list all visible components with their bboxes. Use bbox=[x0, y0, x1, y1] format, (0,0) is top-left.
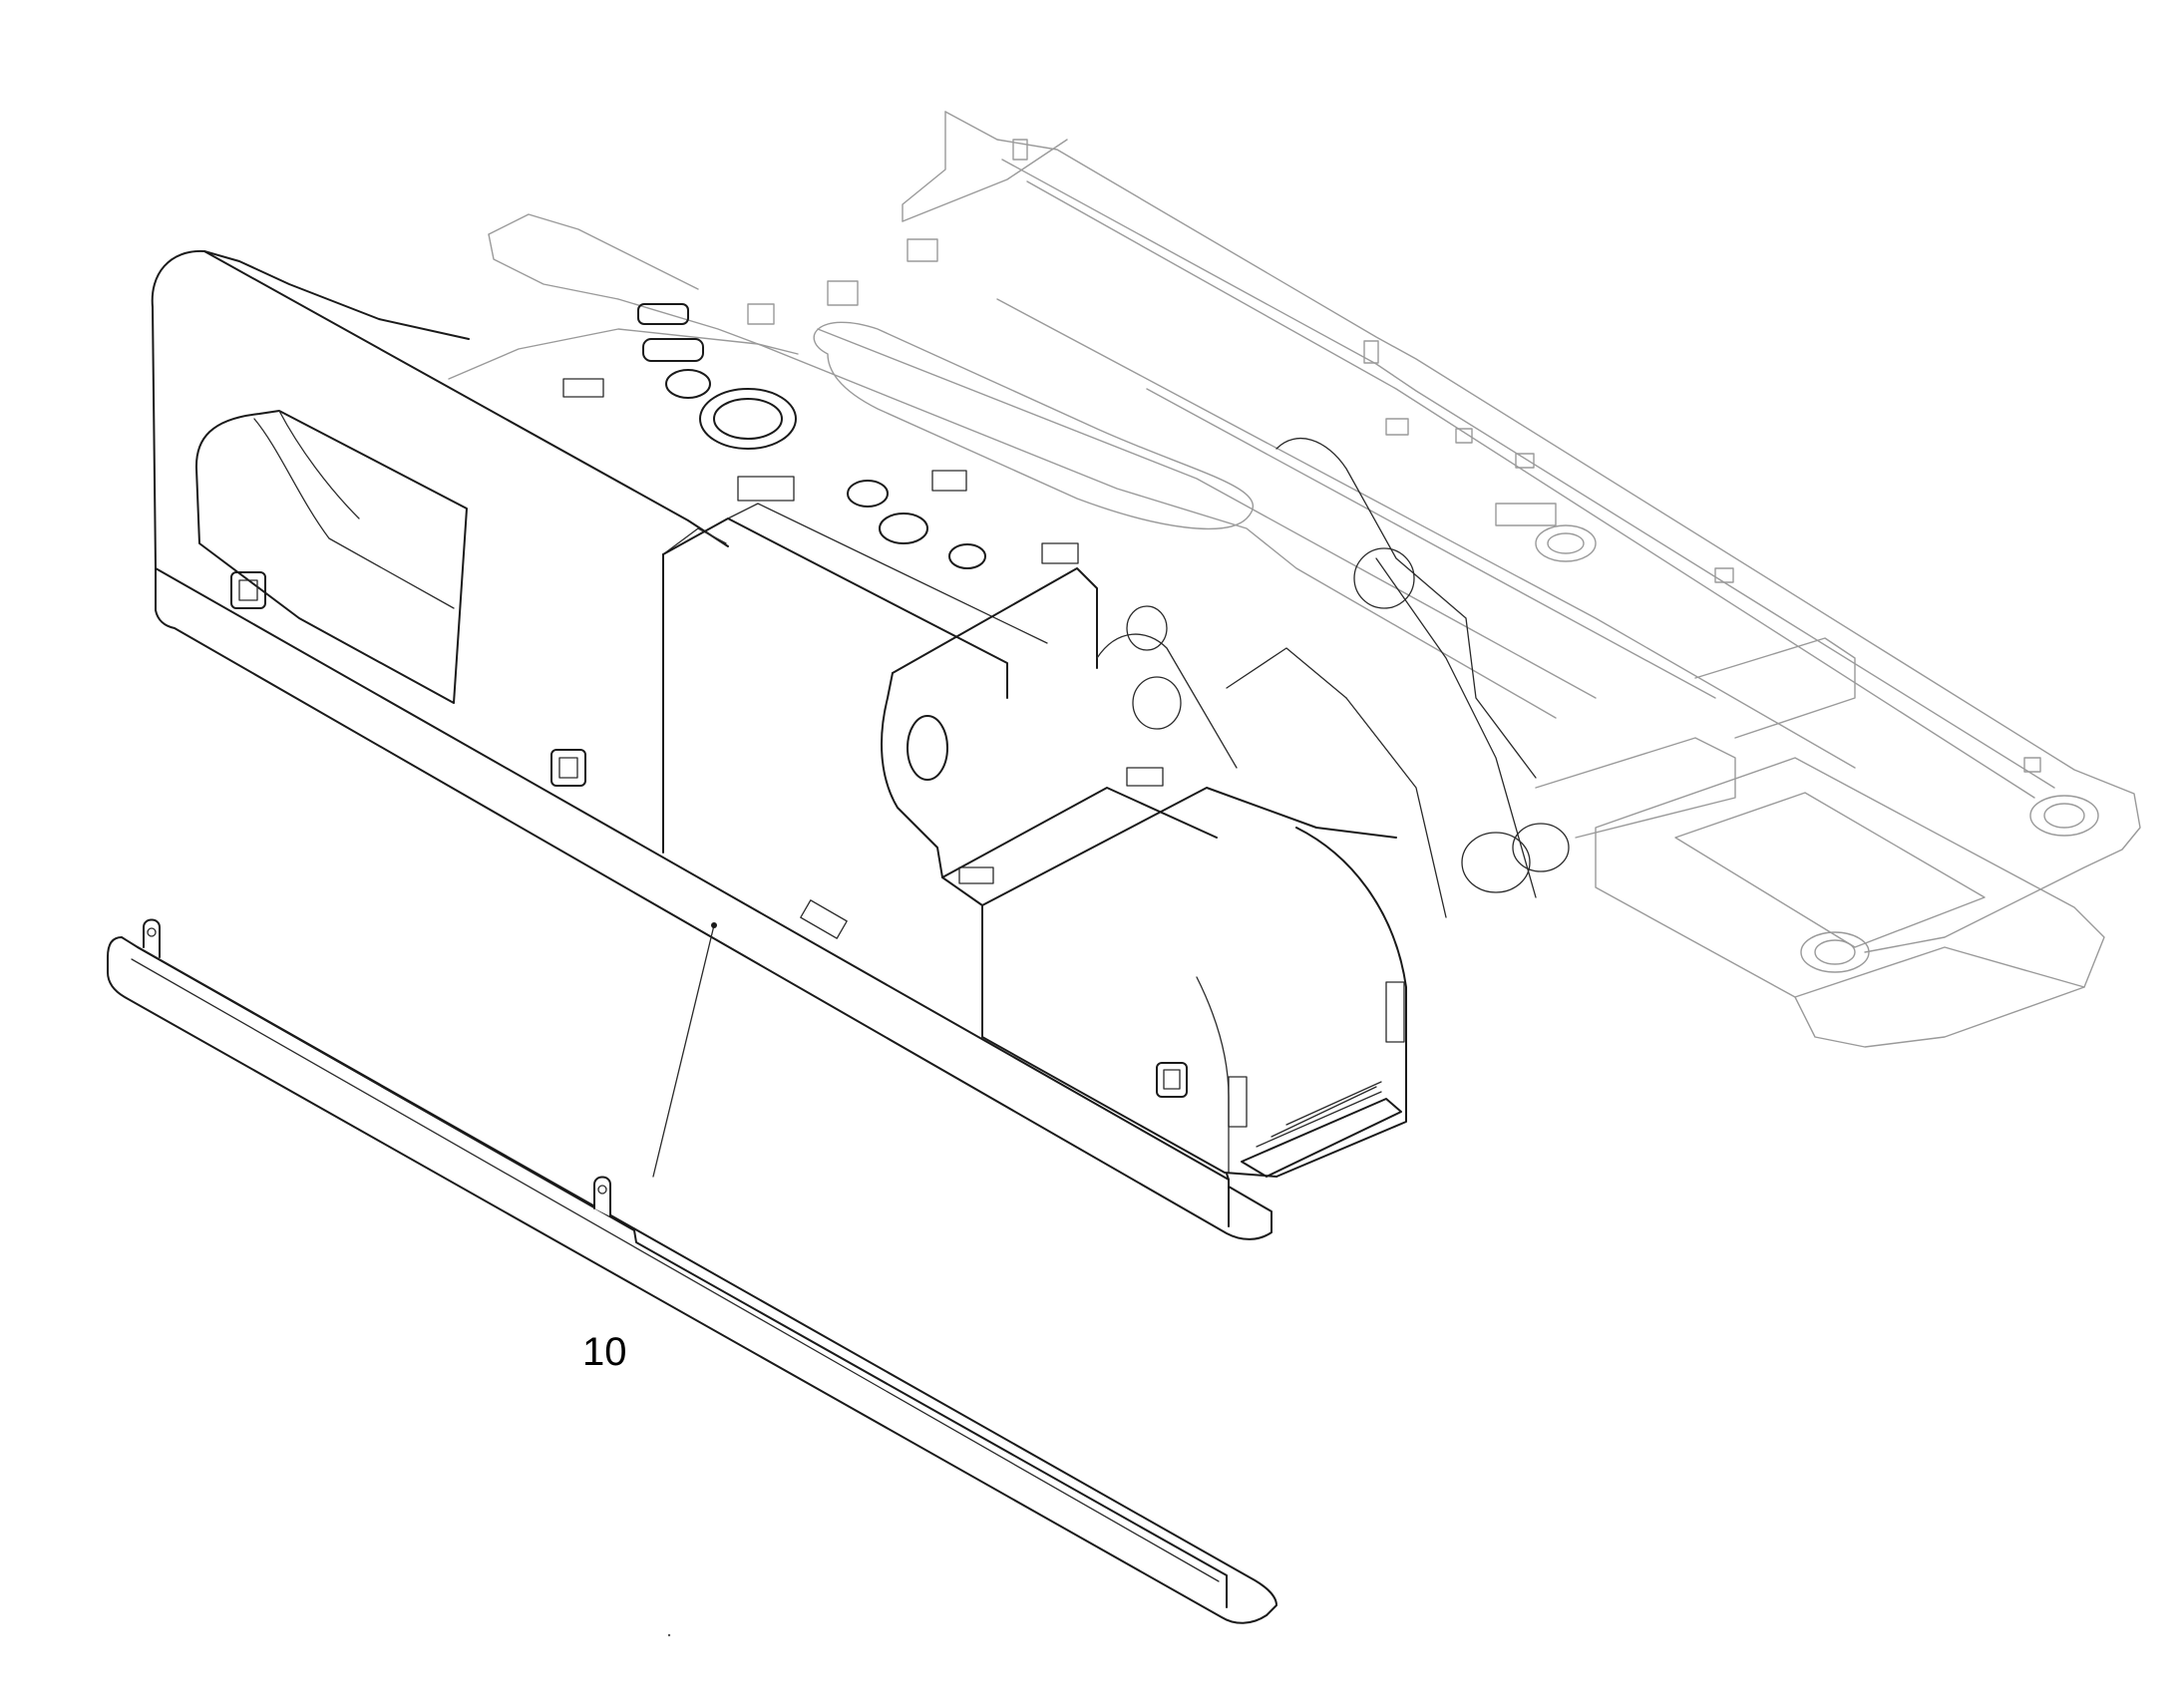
stray-dot bbox=[667, 1633, 671, 1637]
emblem-right bbox=[1156, 1062, 1188, 1098]
part-10-rail[interactable] bbox=[107, 918, 1277, 1624]
callout-label-10: 10 bbox=[582, 1330, 627, 1374]
upper-frame bbox=[448, 111, 2141, 1048]
leader-anchor-dot bbox=[711, 922, 717, 928]
main-frame-body bbox=[151, 249, 1570, 1240]
emblem-middle bbox=[550, 749, 586, 787]
mounting-tab-middle bbox=[593, 1176, 611, 1217]
leader-line-10 bbox=[652, 922, 717, 1178]
step-ladder bbox=[1228, 981, 1405, 1178]
mounting-tab-left bbox=[143, 918, 161, 958]
emblem-left bbox=[230, 571, 266, 609]
